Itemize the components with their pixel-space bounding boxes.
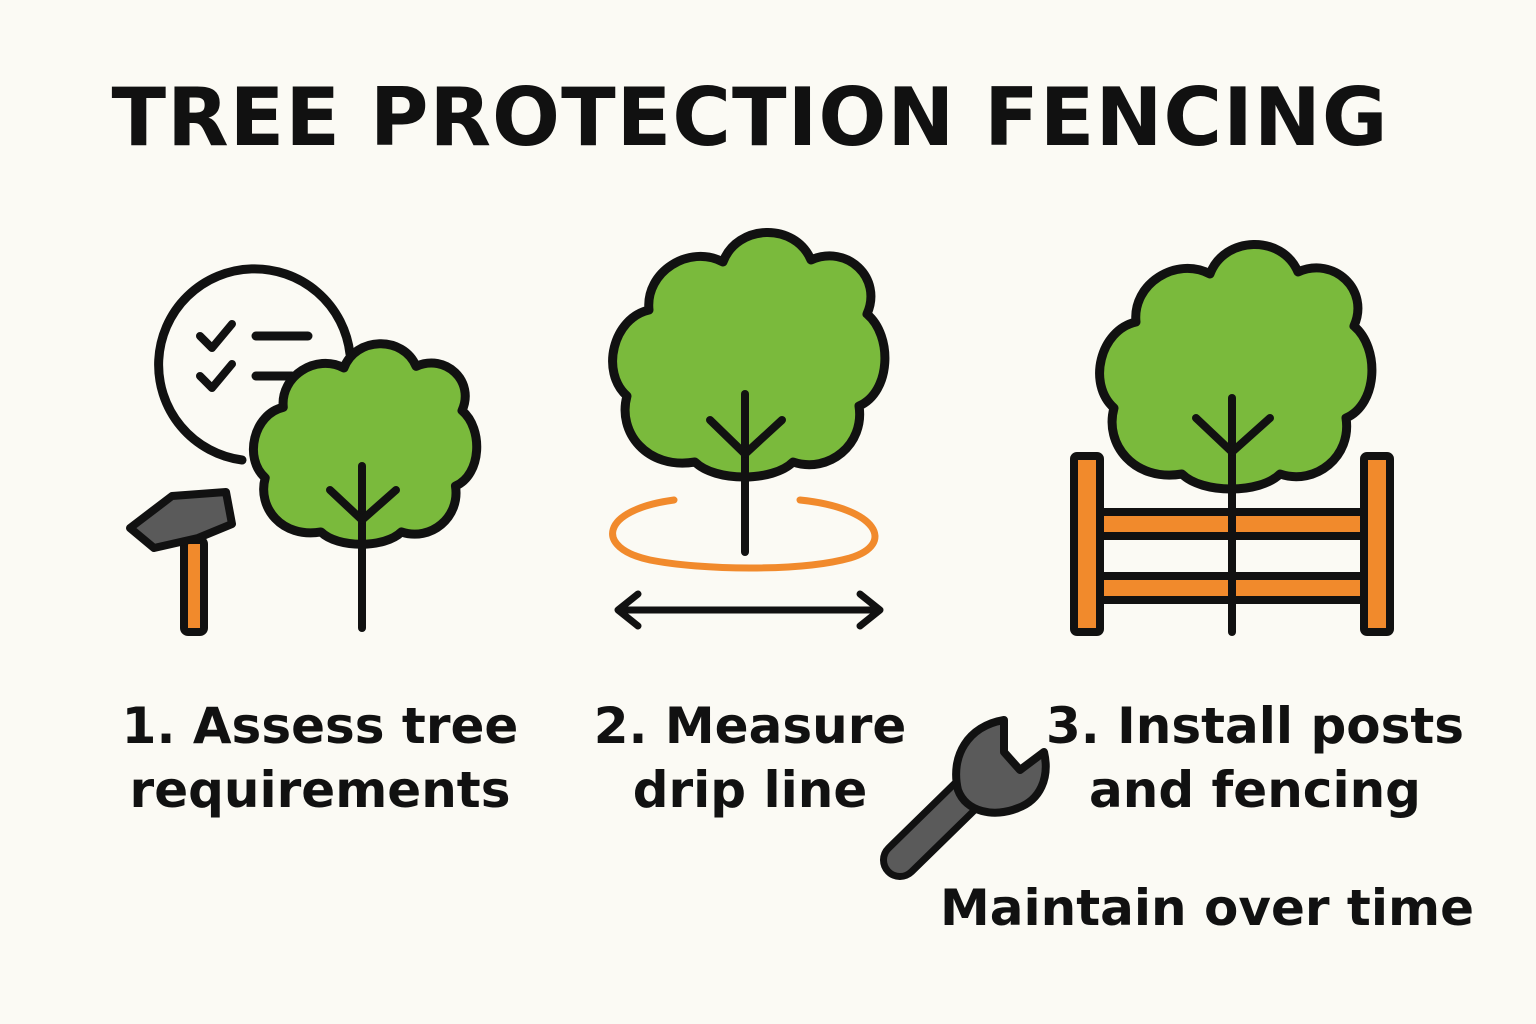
drip-line-ring-icon (609, 496, 879, 572)
step-2-icon-group (609, 232, 885, 630)
step-2-label-line-1: 2. Measure (593, 697, 907, 755)
step-1-icon-group (126, 264, 477, 636)
tree-icon (253, 344, 476, 632)
step-1-label-line-1: 1. Assess tree (121, 697, 519, 755)
maintain-label: Maintain over time (940, 879, 1474, 937)
step-3-label: 3. Install posts and fencing (1030, 694, 1480, 822)
step-2-label: 2. Measure drip line (545, 694, 955, 822)
tree-trunk (706, 390, 786, 556)
step-1-label-line-2: requirements (129, 761, 511, 819)
checklist-icon (154, 264, 355, 465)
step-3-icon-group (1070, 244, 1394, 636)
tree-trunk (1192, 394, 1274, 636)
step-3-label-line-1: 3. Install posts (1045, 697, 1465, 755)
page-title: TREE PROTECTION FENCING (111, 71, 1389, 164)
step-1-label: 1. Assess tree requirements (100, 694, 540, 822)
double-arrow-icon (614, 590, 884, 630)
hammer-icon (126, 488, 236, 636)
wrench-icon (880, 716, 1050, 880)
step-2-label-line-2: drip line (632, 761, 868, 819)
step-3-label-line-2: and fencing (1089, 761, 1421, 819)
